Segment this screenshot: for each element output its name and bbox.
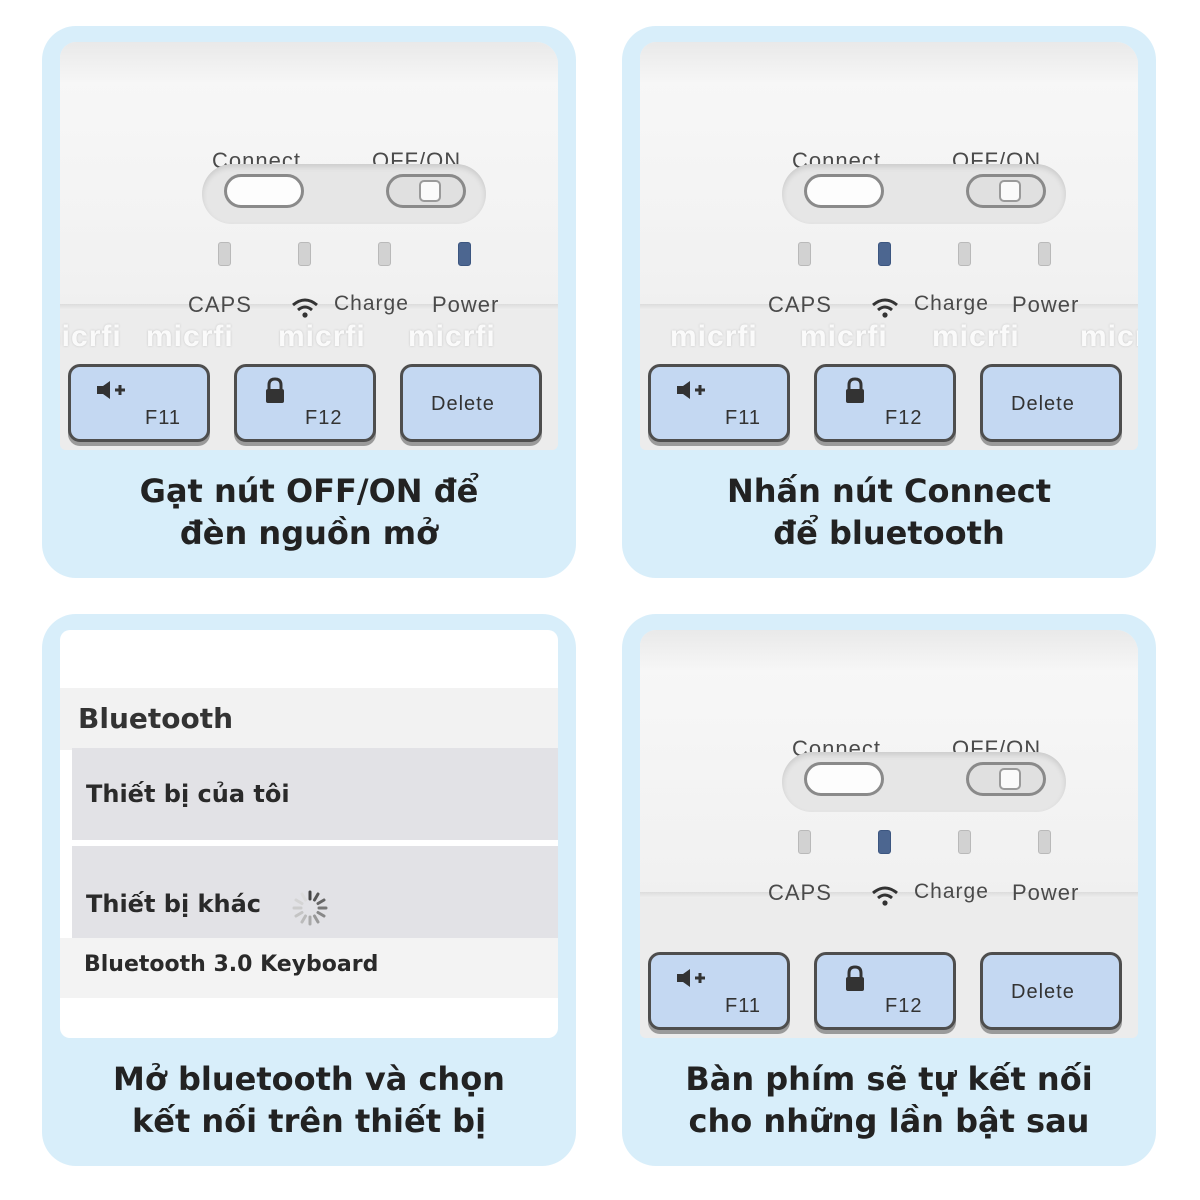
caption-line: kết nối trên thiết bị xyxy=(131,1102,487,1140)
caption-line: đèn nguồn mở xyxy=(179,514,439,552)
f12-key[interactable]: F12 xyxy=(234,364,376,442)
watermark: micrfi xyxy=(932,320,1020,353)
delete-key-label: Delete xyxy=(1011,393,1075,415)
watermark: micrfi xyxy=(408,320,496,353)
power-led xyxy=(458,242,471,266)
watermark: micrfi xyxy=(60,320,122,353)
f11-key[interactable]: F11 xyxy=(648,952,790,1030)
bluetooth-led xyxy=(878,830,891,854)
f12-key-label: F12 xyxy=(885,407,923,429)
bluetooth-settings-panel: Bluetooth Thiết bị của tôi Thiết bị khác xyxy=(60,630,558,1038)
keyboard-photo: Connect OFF/ON CAPS Charge Power micrfi … xyxy=(640,42,1138,450)
step-caption: Gạt nút OFF/ON để đèn nguồn mở xyxy=(42,470,576,554)
charge-led xyxy=(378,242,391,266)
f11-key-label: F11 xyxy=(145,407,181,429)
power-switch[interactable] xyxy=(966,174,1046,208)
volume-up-icon xyxy=(677,381,705,399)
watermark: micrfi xyxy=(670,320,758,353)
step-caption: Mở bluetooth và chọn kết nối trên thiết … xyxy=(42,1058,576,1142)
connect-button[interactable] xyxy=(224,174,304,208)
volume-up-icon xyxy=(97,381,125,399)
loading-spinner-icon xyxy=(292,890,328,926)
connect-button[interactable] xyxy=(804,174,884,208)
step-caption: Bàn phím sẽ tự kết nối cho những lần bật… xyxy=(622,1058,1156,1142)
caps-led xyxy=(798,830,811,854)
f12-key-label: F12 xyxy=(305,407,343,429)
caption-line: Bàn phím sẽ tự kết nối xyxy=(685,1060,1093,1098)
watermark: micrfi xyxy=(800,320,888,353)
power-led xyxy=(1038,830,1051,854)
power-indicator-label: Power xyxy=(432,292,500,317)
watermark: micrfi xyxy=(1080,320,1138,353)
wifi-icon xyxy=(872,298,898,318)
f11-key[interactable]: F11 xyxy=(68,364,210,442)
wifi-icon xyxy=(872,886,898,906)
bluetooth-title: Bluetooth xyxy=(78,702,234,735)
keyboard-photo: Connect OFF/ON CAPS Charge Power F11 xyxy=(640,630,1138,1038)
charge-indicator-label: Charge xyxy=(914,292,989,315)
delete-key-label: Delete xyxy=(1011,981,1075,1003)
power-indicator-label: Power xyxy=(1012,292,1080,317)
power-switch[interactable] xyxy=(386,174,466,208)
caption-line: Gạt nút OFF/ON để xyxy=(139,472,479,510)
lock-icon xyxy=(846,965,864,991)
f12-key[interactable]: F12 xyxy=(814,364,956,442)
my-devices-section: Thiết bị của tôi xyxy=(72,748,558,840)
lock-icon xyxy=(266,377,284,403)
caption-line: Nhấn nút Connect xyxy=(726,472,1052,510)
f11-key[interactable]: F11 xyxy=(648,364,790,442)
step-card-bluetooth: Bluetooth Thiết bị của tôi Thiết bị khác xyxy=(42,614,576,1166)
wifi-icon xyxy=(292,298,318,318)
caps-led xyxy=(218,242,231,266)
caption-line: cho những lần bật sau xyxy=(688,1102,1090,1140)
caption-line: để bluetooth xyxy=(773,514,1005,552)
volume-up-icon xyxy=(677,969,705,987)
delete-key[interactable]: Delete xyxy=(980,952,1122,1030)
delete-key[interactable]: Delete xyxy=(980,364,1122,442)
f12-key[interactable]: F12 xyxy=(814,952,956,1030)
charge-led xyxy=(958,242,971,266)
charge-led xyxy=(958,830,971,854)
caps-led xyxy=(798,242,811,266)
power-led xyxy=(1038,242,1051,266)
f12-key-label: F12 xyxy=(885,995,923,1017)
device-name: Bluetooth 3.0 Keyboard xyxy=(84,952,379,977)
caps-indicator-label: CAPS xyxy=(768,880,832,905)
step-card-auto-connect: Connect OFF/ON CAPS Charge Power F11 xyxy=(622,614,1156,1166)
device-list-item[interactable]: Bluetooth 3.0 Keyboard xyxy=(60,938,558,998)
keyboard-photo: Connect OFF/ON CAPS Charge Power micrfi … xyxy=(60,42,558,450)
step-card-power: Connect OFF/ON CAPS Charge Power micrfi … xyxy=(42,26,576,578)
power-switch[interactable] xyxy=(966,762,1046,796)
other-devices-section: Thiết bị khác xyxy=(72,846,558,938)
watermark: micrfi xyxy=(278,320,366,353)
charge-indicator-label: Charge xyxy=(334,292,409,315)
lock-icon xyxy=(846,377,864,403)
step-caption: Nhấn nút Connect để bluetooth xyxy=(622,470,1156,554)
power-indicator-label: Power xyxy=(1012,880,1080,905)
f11-key-label: F11 xyxy=(725,407,761,429)
delete-key[interactable]: Delete xyxy=(400,364,542,442)
connect-button[interactable] xyxy=(804,762,884,796)
caps-indicator-label: CAPS xyxy=(188,292,252,317)
step-card-connect: Connect OFF/ON CAPS Charge Power micrfi … xyxy=(622,26,1156,578)
f11-key-label: F11 xyxy=(725,995,761,1017)
other-devices-label: Thiết bị khác xyxy=(86,890,262,918)
bluetooth-led xyxy=(298,242,311,266)
delete-key-label: Delete xyxy=(431,393,495,415)
charge-indicator-label: Charge xyxy=(914,880,989,903)
caption-line: Mở bluetooth và chọn xyxy=(113,1060,505,1098)
my-devices-label: Thiết bị của tôi xyxy=(86,780,290,808)
watermark: micrfi xyxy=(146,320,234,353)
bluetooth-led xyxy=(878,242,891,266)
caps-indicator-label: CAPS xyxy=(768,292,832,317)
